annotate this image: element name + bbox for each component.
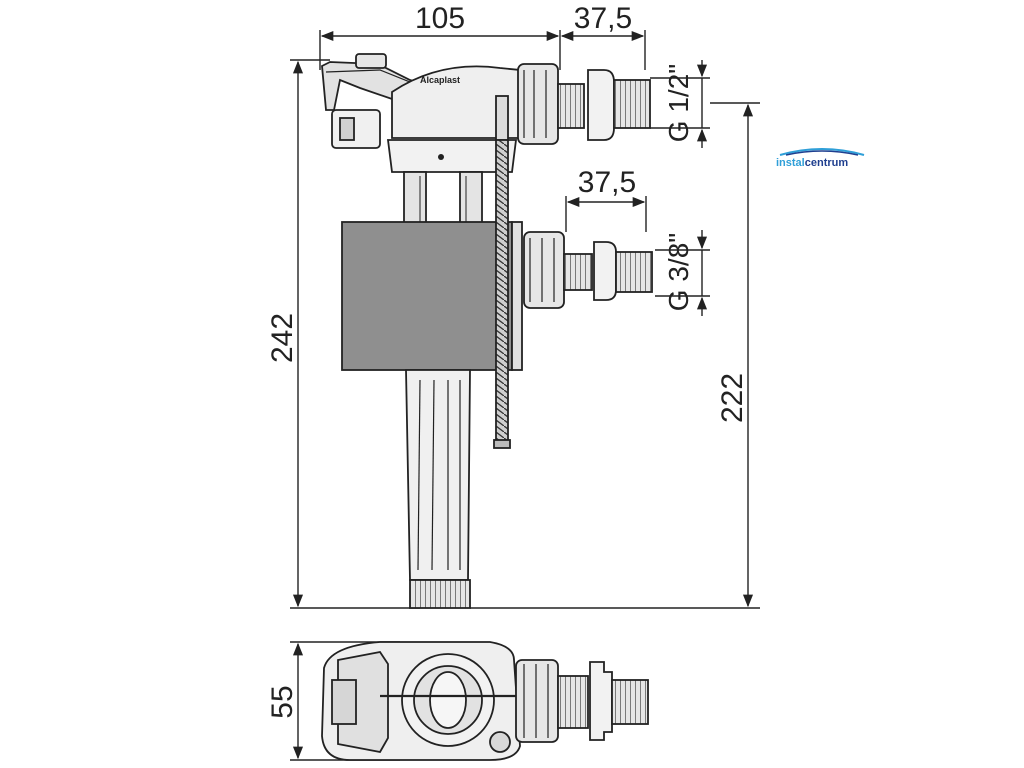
dim-total-height: 242 — [266, 313, 299, 363]
brand-name-part2: centrum — [804, 157, 849, 169]
dimension-lines — [290, 30, 760, 761]
base-thread — [409, 579, 471, 609]
brand-logo: instalcentrum — [776, 146, 868, 169]
thread-label-g12: G 1/2" — [663, 64, 694, 142]
dim-bottom-depth: 55 — [266, 685, 299, 718]
washer-upper — [587, 69, 615, 141]
inlet-lower — [523, 231, 653, 309]
brand-arc-icon — [779, 148, 865, 156]
inlet-upper — [517, 63, 651, 145]
thread-label-g38: G 3/8" — [663, 233, 694, 311]
adjust-spring — [495, 139, 509, 447]
dim-inlet-height: 222 — [716, 373, 749, 423]
dim-top-offset-1: 37,5 — [574, 2, 632, 35]
adjust-rod — [495, 95, 509, 141]
washer-lower — [593, 241, 617, 301]
valve-top-view — [321, 641, 649, 761]
dim-top-width: 105 — [415, 2, 465, 35]
brand-name-part1: instal — [776, 157, 805, 169]
float-box — [341, 221, 513, 371]
dim-top-offset-2: 37,5 — [578, 166, 636, 199]
product-logo: Alcaplast — [420, 75, 460, 85]
valve-front-view: Alcaplast — [321, 53, 523, 609]
